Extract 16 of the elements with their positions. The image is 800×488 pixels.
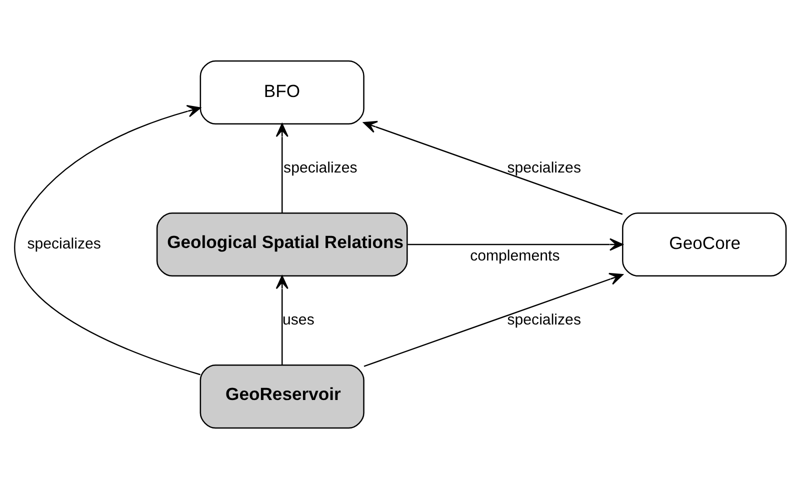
arrow — [276, 274, 288, 365]
arrow — [364, 272, 624, 366]
arrow — [276, 122, 288, 212]
node-box: GeoCore — [622, 212, 787, 276]
edge-label: uses — [282, 310, 314, 328]
node-box: GeoReservoir — [200, 364, 364, 428]
edge-label: specializes — [27, 234, 101, 252]
arrow — [14, 104, 201, 375]
edge-label: specializes — [507, 310, 581, 328]
arrow — [408, 238, 624, 250]
node-box: Geological Spatial Relations — [156, 212, 408, 276]
arrow — [363, 120, 623, 214]
edge-label: complements — [470, 246, 560, 264]
node-box: BFO — [200, 60, 364, 124]
edge-label: specializes — [284, 158, 358, 176]
edge-label: specializes — [507, 158, 581, 176]
